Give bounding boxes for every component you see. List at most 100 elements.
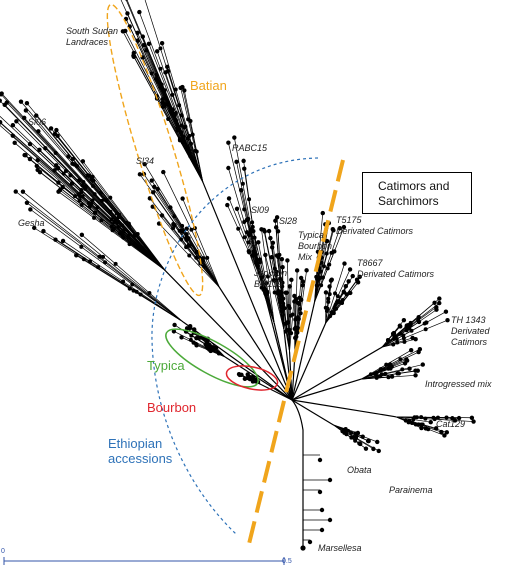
- tip-node: [27, 156, 33, 162]
- tip-node: [244, 217, 249, 223]
- branch-south-sudan: [120, 0, 293, 401]
- tip-node: [241, 158, 246, 164]
- label-introgressed-mix: Introgressed mix: [425, 379, 492, 389]
- tip-node: [79, 232, 85, 238]
- tip-node: [445, 317, 450, 323]
- tip-node: [355, 430, 361, 436]
- label-sl06: Sl06: [28, 117, 47, 127]
- tip-node: [60, 238, 66, 244]
- tip-node: [298, 275, 304, 281]
- tip-node: [274, 253, 280, 258]
- tip-node: [469, 415, 475, 420]
- tip-node: [179, 335, 184, 340]
- tip-node: [234, 206, 240, 211]
- tip-node: [270, 240, 276, 245]
- tip-node: [187, 325, 192, 331]
- tip-node: [444, 430, 450, 435]
- catimor-divider-line: [246, 159, 345, 549]
- tip-node: [443, 309, 449, 314]
- tip-node: [323, 290, 329, 295]
- tip-node: [419, 425, 424, 431]
- group-outlines: [106, 3, 345, 549]
- tip-node: [242, 376, 248, 382]
- branch-obata: [291, 399, 381, 454]
- tip-node: [294, 268, 300, 273]
- label-t8667: T8667 Derivated Catimors: [357, 258, 435, 279]
- tip-node: [420, 362, 425, 367]
- tip-node: [180, 229, 186, 234]
- tip-node: [24, 200, 30, 205]
- tip-node: [346, 279, 351, 284]
- tip-node: [471, 419, 476, 424]
- tip-node: [439, 429, 444, 435]
- tip-node: [226, 165, 231, 171]
- tip-node: [336, 299, 342, 305]
- tip-node: [357, 441, 362, 446]
- tip-node: [279, 293, 284, 299]
- tip-node: [246, 249, 252, 254]
- tip-node: [55, 133, 60, 139]
- tip-node: [413, 368, 418, 373]
- tip-node: [27, 141, 33, 147]
- label-parainema: Parainema: [389, 485, 433, 495]
- tip-node: [149, 178, 154, 183]
- catimors-sarchimors-box: Catimors and Sarchimors: [362, 172, 472, 214]
- tip-node: [171, 329, 177, 334]
- label-gesha: Gesha: [18, 218, 45, 228]
- label-sl34: Sl34: [136, 156, 155, 166]
- tip-node: [387, 362, 393, 367]
- branch-introgressed-mix: [291, 347, 425, 401]
- tip-node: [268, 235, 273, 241]
- tip-node: [32, 225, 37, 231]
- tip-node: [23, 108, 29, 113]
- tip-node: [154, 49, 160, 54]
- tip-node: [18, 99, 24, 104]
- label-th1343: TH 1343 Derivated Catimors: [451, 315, 490, 347]
- tip-node: [28, 207, 33, 212]
- tip-node: [437, 300, 442, 306]
- tip-node: [341, 224, 347, 230]
- tip-node: [225, 202, 230, 208]
- tip-node: [74, 163, 80, 169]
- tip-node: [0, 98, 2, 103]
- tip-node: [342, 261, 347, 266]
- tip-node: [0, 119, 3, 125]
- tip-node: [13, 189, 18, 194]
- tip-node: [376, 448, 381, 454]
- tip-node: [285, 258, 290, 263]
- tip-node: [432, 300, 437, 305]
- tip-node: [375, 439, 380, 445]
- tip-node: [363, 446, 369, 451]
- label-jackson-bm139: Jackson BM139: [254, 268, 288, 289]
- tip-node: [137, 172, 143, 177]
- tip-node: [34, 113, 39, 118]
- ethiopian-accessions-label: Ethiopian accessions: [108, 436, 173, 466]
- tip-node: [20, 189, 26, 194]
- tip-node: [292, 293, 297, 299]
- tip-node: [37, 147, 42, 153]
- tip-node: [24, 101, 30, 106]
- tip-node: [298, 297, 304, 303]
- tip-node: [12, 140, 17, 146]
- tip-node: [371, 446, 376, 452]
- tip-node: [54, 127, 59, 133]
- branch-bourbon: [236, 371, 293, 401]
- tip-node: [244, 230, 250, 235]
- scale-bar-start-label: 0: [1, 548, 5, 555]
- tip-node: [43, 145, 48, 151]
- tip-node: [35, 167, 40, 173]
- tip-node: [261, 227, 267, 233]
- tip-node: [131, 50, 137, 56]
- tip-node: [442, 433, 447, 438]
- tip-node: [355, 280, 361, 285]
- tip-node: [4, 100, 10, 105]
- label-marsellesa: Marsellesa: [318, 543, 362, 553]
- tree-branches: [0, 0, 476, 551]
- tip-node: [161, 169, 166, 175]
- tip-node: [180, 84, 185, 90]
- tip-node: [293, 298, 298, 304]
- tip-node: [144, 48, 149, 53]
- tip-node: [77, 178, 82, 183]
- tip-node: [289, 277, 294, 283]
